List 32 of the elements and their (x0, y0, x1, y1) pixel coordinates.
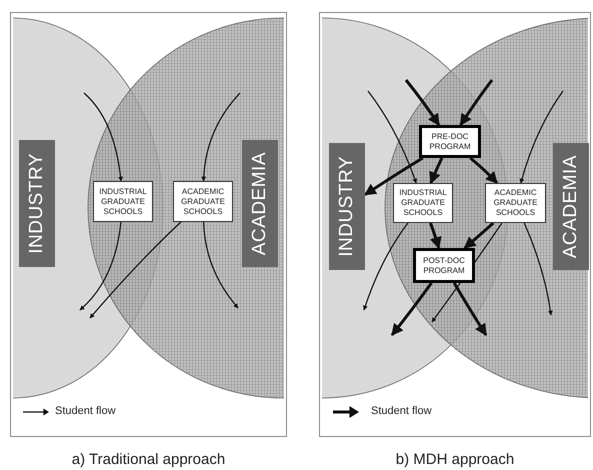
arrow (464, 222, 494, 250)
school-box: ACADEMIC GRADUATE SCHOOLS (173, 181, 233, 222)
arrow (452, 282, 488, 336)
arrow (80, 222, 122, 310)
panel-caption: a) Traditional approach (72, 451, 226, 468)
label-band: ACADEMIA (553, 143, 589, 270)
arrow (404, 79, 440, 126)
legend-label: Student flow (55, 405, 116, 417)
arrow (363, 222, 408, 310)
arrow (90, 222, 182, 318)
arrow (203, 222, 238, 308)
arrow (459, 79, 494, 126)
arrow (524, 222, 553, 316)
arrow (429, 157, 444, 184)
legend-label: Student flow (371, 405, 432, 417)
label-band: INDUSTRY (329, 143, 365, 270)
label-band: ACADEMIA (242, 140, 278, 267)
arrow (201, 92, 240, 182)
arrow (364, 156, 424, 196)
arrow (520, 90, 564, 184)
arrow (469, 156, 498, 184)
arrow (368, 90, 417, 184)
school-box: INDUSTRIAL GRADUATE SCHOOLS (393, 183, 453, 223)
panel-caption: b) MDH approach (396, 451, 514, 468)
arrow (390, 282, 433, 336)
school-box: ACADEMIC GRADUATE SCHOOLS (485, 183, 546, 223)
label-band: INDUSTRY (19, 140, 55, 267)
arrow (84, 92, 123, 182)
program-box: PRE-DOC PROGRAM (419, 125, 481, 158)
school-box: INDUSTRIAL GRADUATE SCHOOLS (93, 181, 153, 222)
arrow (429, 222, 442, 250)
program-box: POST-DOC PROGRAM (413, 248, 475, 283)
